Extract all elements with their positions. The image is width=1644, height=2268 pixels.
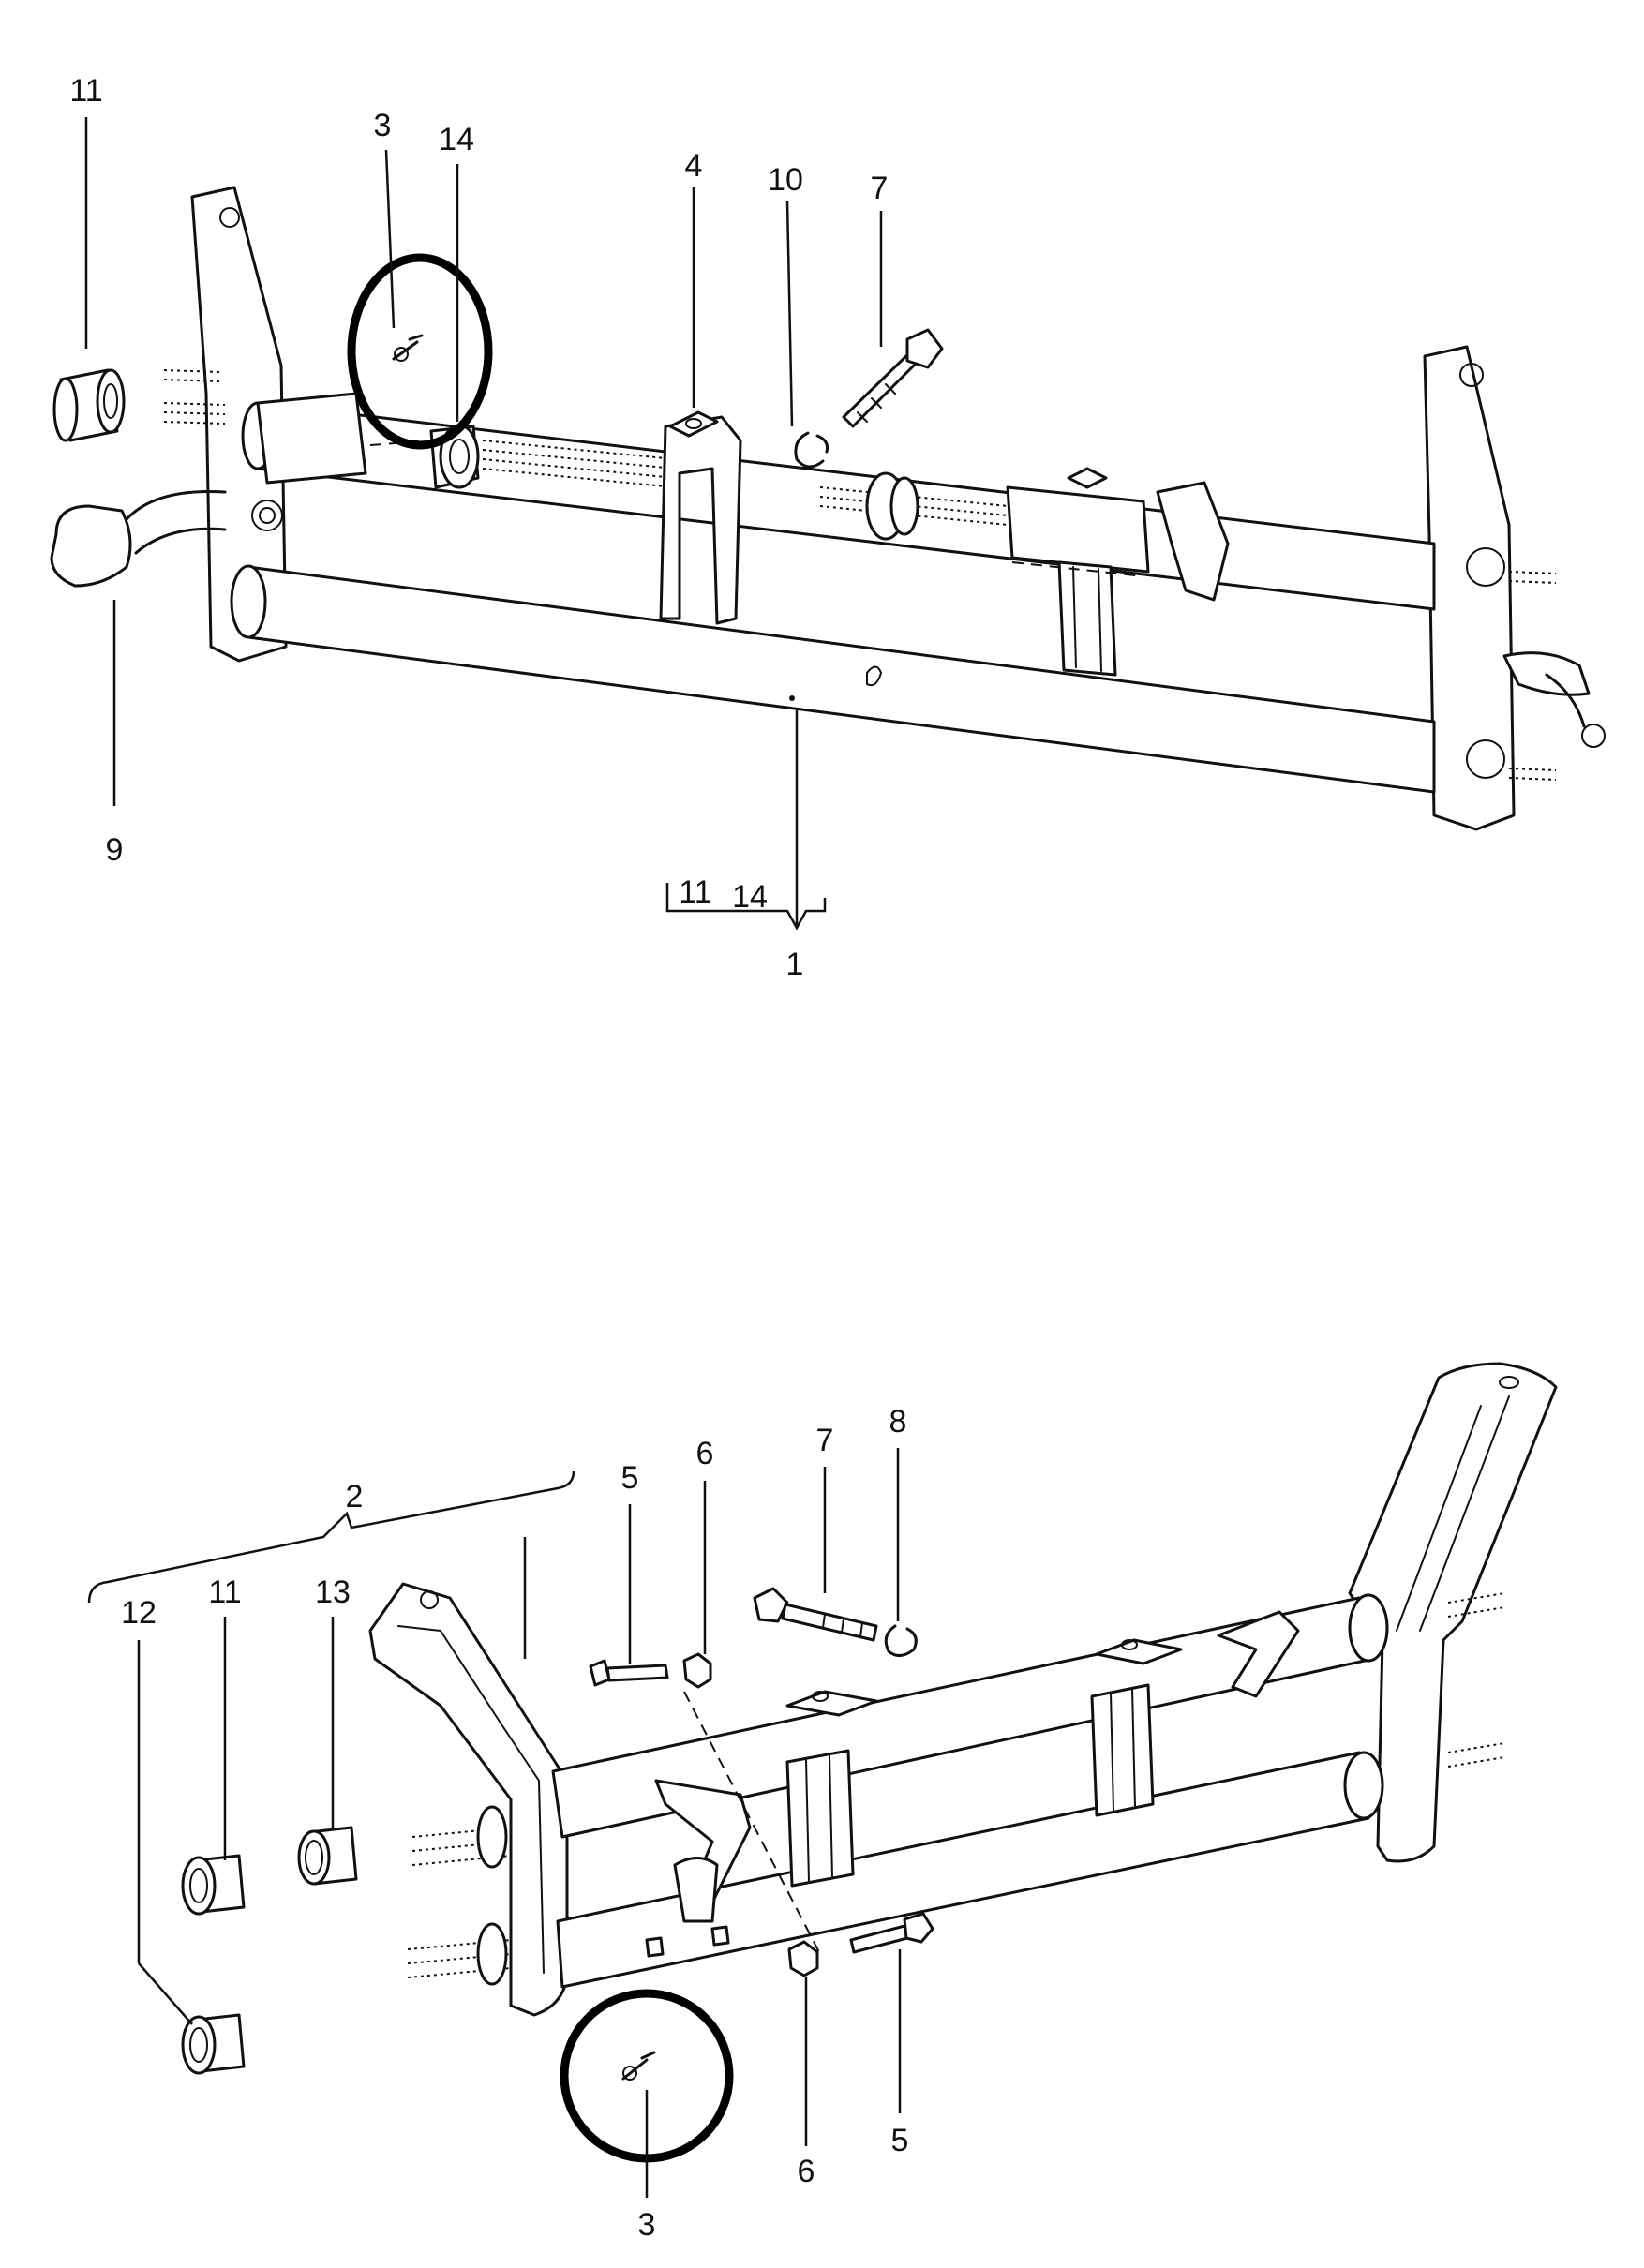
bottom-needle-bearing-12: [181, 2013, 246, 2075]
callout-bottom-7: 7: [816, 1423, 834, 1458]
callout-top-10: 10: [768, 162, 803, 198]
callout-bottom-3: 3: [638, 2207, 656, 2243]
top-right-side-arm: [1423, 345, 1516, 831]
callout-bottom-6-low: 6: [798, 2154, 815, 2189]
bottom-right-side-arm: [1348, 1362, 1558, 1863]
callout-bottom-11: 11: [208, 1574, 241, 1610]
top-bolt: [842, 328, 944, 428]
top-lower-tube: [247, 565, 1436, 794]
callout-bottom-8: 8: [889, 1404, 907, 1440]
callout-top-3: 3: [374, 108, 392, 143]
callout-top-7: 7: [871, 171, 889, 206]
top-buffer-stop: [50, 504, 132, 588]
bottom-nut-6-top: [682, 1652, 712, 1689]
callout-top-1: 1: [786, 947, 804, 982]
bottom-bolt-5-low: [849, 1912, 934, 1954]
callout-bottom-5-low: 5: [891, 2123, 909, 2158]
bottom-nut-6-low: [787, 1940, 819, 1977]
top-right-clamp: [1156, 481, 1230, 602]
callout-top-11: 11: [69, 73, 102, 109]
top-needle-bearing: [52, 368, 126, 442]
callout-top-bracket-11: 11: [679, 874, 711, 910]
callout-bottom-6-top: 6: [696, 1436, 714, 1471]
bottom-spring-washer-8: [884, 1624, 918, 1657]
callout-top-4: 4: [685, 148, 703, 184]
bottom-grease-nipple: [621, 2051, 656, 2081]
callout-top-14: 14: [439, 122, 474, 157]
top-highlight-circle: [347, 253, 493, 450]
bottom-left-side-arm: [368, 1582, 569, 2017]
top-axle-assembly: [50, 117, 1606, 931]
callout-bottom-5-top: 5: [621, 1460, 639, 1496]
callout-bottom-2: 2: [346, 1479, 364, 1514]
bottom-axle-assembly: [87, 1362, 1558, 2198]
bottom-bushing-13: [297, 1826, 358, 1886]
bottom-bolt-5-top: [589, 1659, 669, 1687]
top-clamp-bracket: [659, 415, 742, 625]
top-grease-nipple: [392, 334, 424, 362]
top-left-side-arm: [190, 186, 288, 663]
callout-top-bracket-14: 14: [732, 879, 768, 915]
top-circlip: [794, 431, 829, 469]
callout-bottom-12: 12: [121, 1595, 157, 1631]
callout-bottom-13: 13: [315, 1574, 351, 1610]
bottom-clamp-right: [1217, 1610, 1300, 1698]
callout-top-9: 9: [106, 832, 124, 868]
bottom-needle-bearing-11: [181, 1854, 246, 1916]
bottom-bolt-7: [753, 1587, 878, 1642]
